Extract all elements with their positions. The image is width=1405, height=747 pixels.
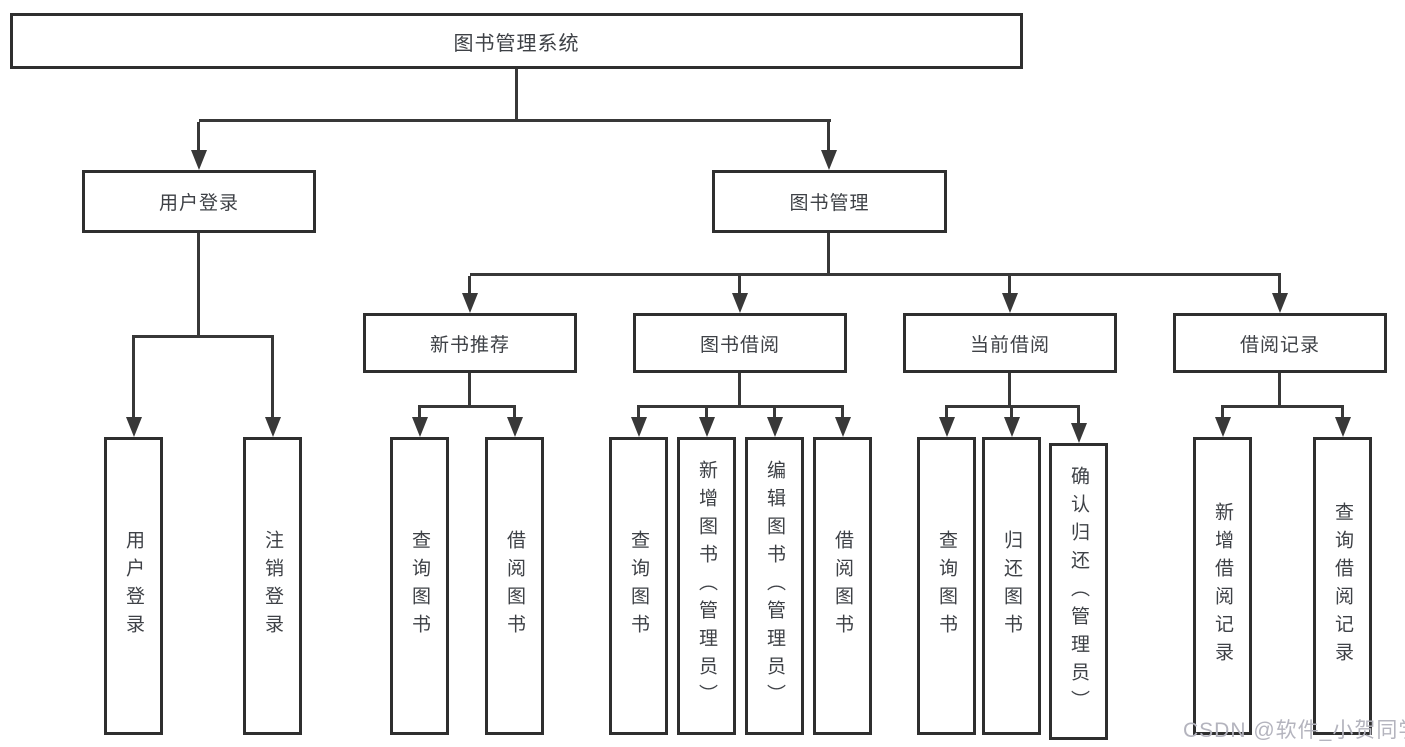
node-library-management-system: 图书管理系统 [10, 13, 1023, 69]
connector-drop-bw-query [637, 408, 640, 417]
arrowhead-cur-query [939, 417, 955, 437]
connector-drop-logout [271, 338, 274, 417]
arrowhead-user-login [126, 417, 142, 437]
node-label: 当前借阅 [969, 334, 1050, 356]
leaf-label: 确认归还（管理员） [1068, 465, 1089, 718]
connector-root-stem [515, 69, 518, 119]
leaf-cur-confirm-return-admin: 确认归还（管理员） [1049, 443, 1108, 740]
leaf-label: 查询图书 [936, 530, 957, 642]
leaf-nb-query-books: 查询图书 [390, 437, 449, 735]
node-book-borrowing: 图书借阅 [633, 313, 847, 373]
leaf-label: 编辑图书（管理员） [764, 460, 785, 712]
connector-drop-login [197, 122, 200, 152]
leaf-bw-borrow-books: 借阅图书 [813, 437, 872, 735]
connector-drop-user-login [132, 338, 135, 417]
connector-drop-cur-query [945, 408, 948, 417]
leaf-rec-add-record: 新增借阅记录 [1193, 437, 1252, 735]
leaf-cur-query-books: 查询图书 [917, 437, 976, 735]
node-user-login: 用户登录 [82, 170, 316, 233]
connector-root-bar [199, 119, 831, 122]
leaf-label: 借阅图书 [832, 530, 853, 642]
connector-login-stem [197, 233, 200, 335]
connector-records-stem [1278, 373, 1281, 405]
leaf-bw-edit-books-admin: 编辑图书（管理员） [745, 437, 804, 735]
connector-current-stem [1008, 373, 1011, 405]
connector-drop-bw-borrow [841, 408, 844, 417]
leaf-nb-borrow-books: 借阅图书 [485, 437, 544, 735]
connector-drop-nb-borrow [513, 408, 516, 417]
arrowhead-new-books [462, 293, 478, 313]
leaf-label: 用户登录 [123, 530, 144, 642]
arrowhead-cur-return [1004, 417, 1020, 437]
node-borrowing-records: 借阅记录 [1173, 313, 1387, 373]
connector-drop-bw-add [705, 408, 708, 417]
node-label: 图书管理系统 [453, 32, 580, 55]
csdn-watermark: CSDN @软件_小贺同学 [1183, 719, 1405, 742]
leaf-label: 新增图书（管理员） [696, 460, 717, 712]
leaf-label: 借阅图书 [504, 530, 525, 642]
node-label: 用户登录 [158, 193, 239, 214]
leaf-cur-return-books: 归还图书 [982, 437, 1041, 735]
arrowhead-login [191, 150, 207, 170]
arrowhead-borrowing [732, 293, 748, 313]
node-label: 图书管理 [789, 193, 870, 214]
arrowhead-nb-borrow [507, 417, 523, 437]
arrowhead-current [1002, 293, 1018, 313]
connector-drop-new-books [468, 276, 471, 293]
connector-current-bar [945, 405, 1080, 408]
leaf-label: 注销登录 [262, 530, 283, 642]
connector-drop-current [1008, 276, 1011, 293]
leaf-label: 查询借阅记录 [1332, 502, 1353, 670]
connector-records-bar [1221, 405, 1344, 408]
leaf-label: 归还图书 [1001, 530, 1022, 642]
arrowhead-bw-add [699, 417, 715, 437]
arrowhead-management [821, 150, 837, 170]
connector-new-books-bar [418, 405, 516, 408]
arrowhead-bw-borrow [835, 417, 851, 437]
connector-borrowing-stem [738, 373, 741, 405]
leaf-user-login: 用户登录 [104, 437, 163, 735]
node-new-book-recommend: 新书推荐 [363, 313, 577, 373]
connector-drop-cur-return [1010, 408, 1013, 417]
arrowhead-logout [265, 417, 281, 437]
connector-drop-management [827, 122, 830, 152]
connector-new-books-stem [468, 373, 471, 405]
node-label: 图书借阅 [699, 334, 780, 356]
connector-management-bar [470, 273, 1281, 276]
leaf-bw-query-books: 查询图书 [609, 437, 668, 735]
arrowhead-rec-add [1215, 417, 1231, 437]
arrowhead-bw-query [631, 417, 647, 437]
leaf-bw-add-books-admin: 新增图书（管理员） [677, 437, 736, 735]
connector-drop-cur-confirm [1077, 408, 1080, 423]
connector-drop-nb-query [418, 408, 421, 417]
arrowhead-bw-edit [767, 417, 783, 437]
connector-borrowing-bar [637, 405, 844, 408]
connector-drop-records [1278, 276, 1281, 293]
leaf-rec-query-record: 查询借阅记录 [1313, 437, 1372, 735]
node-book-management: 图书管理 [712, 170, 947, 233]
connector-management-stem [827, 233, 830, 273]
leaf-label: 新增借阅记录 [1212, 502, 1233, 670]
leaf-label: 查询图书 [409, 530, 430, 642]
node-label: 新书推荐 [429, 334, 510, 356]
connector-drop-bw-edit [773, 408, 776, 417]
connector-drop-rec-query [1341, 408, 1344, 417]
leaf-logout: 注销登录 [243, 437, 302, 735]
arrowhead-cur-confirm [1071, 423, 1087, 443]
node-current-borrowing: 当前借阅 [903, 313, 1117, 373]
arrowhead-rec-query [1335, 417, 1351, 437]
node-label: 借阅记录 [1239, 334, 1320, 356]
leaf-label: 查询图书 [628, 530, 649, 642]
arrowhead-records [1272, 293, 1288, 313]
connector-login-bar [132, 335, 274, 338]
arrowhead-nb-query [412, 417, 428, 437]
connector-drop-rec-add [1221, 408, 1224, 417]
connector-drop-borrowing [738, 276, 741, 293]
